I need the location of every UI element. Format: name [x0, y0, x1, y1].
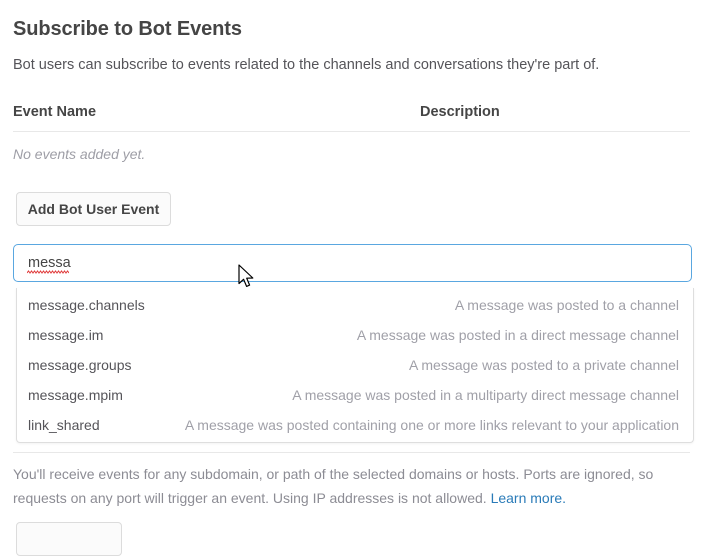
page-subtitle: Bot users can subscribe to events relate…: [13, 57, 600, 73]
option-name: message.mpim: [28, 387, 123, 403]
column-header-event-name: Event Name: [13, 104, 97, 120]
footer-note-text: You'll receive events for any subdomain,…: [13, 466, 654, 506]
dropdown-option-message-channels[interactable]: message.channels A message was posted to…: [17, 290, 693, 320]
option-name: link_shared: [28, 417, 100, 433]
add-bot-user-event-button[interactable]: Add Bot User Event: [16, 192, 171, 226]
event-search-input[interactable]: [13, 244, 692, 282]
events-table-header: Event Name Description: [13, 104, 690, 124]
table-header-divider: [13, 131, 690, 132]
option-name: message.im: [28, 327, 104, 343]
option-description: A message was posted containing one or m…: [184, 417, 679, 433]
option-description: A message was posted to a private channe…: [408, 357, 679, 373]
footer-note: You'll receive events for any subdomain,…: [13, 462, 683, 510]
dropdown-option-link-shared[interactable]: link_shared A message was posted contain…: [17, 410, 693, 440]
option-description: A message was posted to a channel: [454, 297, 679, 313]
option-description: A message was posted in a direct message…: [356, 327, 679, 343]
column-header-description: Description: [420, 104, 500, 120]
footer-divider: [13, 452, 690, 453]
option-description: A message was posted in a multiparty dir…: [292, 387, 679, 403]
dropdown-option-message-im[interactable]: message.im A message was posted in a dir…: [17, 320, 693, 350]
dropdown-option-message-mpim[interactable]: message.mpim A message was posted in a m…: [17, 380, 693, 410]
events-table-empty-state: No events added yet.: [13, 146, 146, 162]
event-search-dropdown[interactable]: message.channels A message was posted to…: [16, 288, 694, 443]
dropdown-option-message-groups[interactable]: message.groups A message was posted to a…: [17, 350, 693, 380]
page-title: Subscribe to Bot Events: [13, 18, 242, 40]
option-name: message.channels: [28, 297, 145, 313]
footer-button[interactable]: [16, 522, 122, 556]
learn-more-link[interactable]: Learn more.: [490, 490, 567, 506]
option-name: message.groups: [28, 357, 132, 373]
bot-events-page: Subscribe to Bot Events Bot users can su…: [13, 18, 694, 556]
